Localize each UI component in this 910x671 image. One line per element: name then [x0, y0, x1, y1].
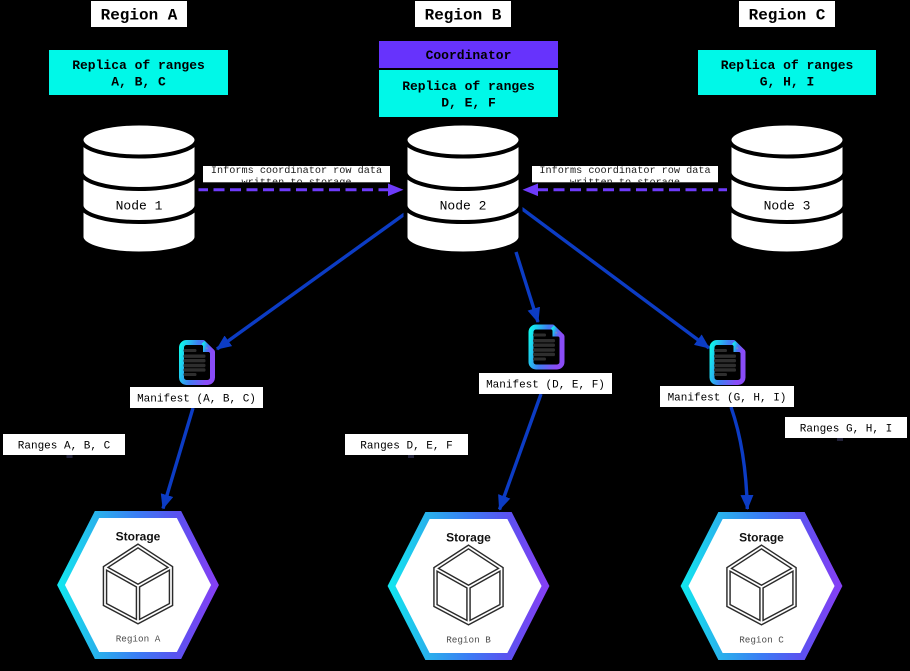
- svg-text:Ranges A, B, C: Ranges A, B, C: [18, 441, 111, 453]
- svg-text:Storage: Storage: [446, 531, 491, 545]
- svg-text:Region C: Region C: [739, 635, 784, 646]
- svg-text:Informs coordinator row data: Informs coordinator row data: [211, 165, 382, 177]
- svg-text:Node 1: Node 1: [116, 199, 163, 214]
- svg-text:G, H, I: G, H, I: [760, 75, 815, 90]
- svg-text:Region B: Region B: [446, 635, 491, 646]
- svg-text:Region A: Region A: [101, 7, 178, 25]
- svg-text:Manifest (A, B, C): Manifest (A, B, C): [137, 394, 256, 406]
- svg-text:Node 3: Node 3: [764, 199, 811, 214]
- svg-text:Replica of ranges: Replica of ranges: [721, 58, 854, 73]
- svg-text:Storage: Storage: [739, 531, 784, 545]
- svg-text:Manifest (D, E, F): Manifest (D, E, F): [486, 380, 605, 392]
- svg-text:Manifest (G, H, I): Manifest (G, H, I): [668, 393, 787, 405]
- svg-text:Coordinator: Coordinator: [426, 48, 512, 63]
- svg-text:A, B, C: A, B, C: [111, 75, 166, 90]
- svg-text:Replica of ranges: Replica of ranges: [402, 79, 535, 94]
- svg-text:Region B: Region B: [425, 7, 502, 25]
- svg-text:Informs coordinator row data: Informs coordinator row data: [539, 165, 710, 177]
- svg-text:Ranges G, H, I: Ranges G, H, I: [800, 424, 892, 436]
- svg-text:Node 2: Node 2: [440, 199, 487, 214]
- svg-text:Region A: Region A: [116, 634, 161, 645]
- svg-text:written to storage: written to storage: [241, 177, 351, 189]
- svg-text:Region C: Region C: [749, 7, 826, 25]
- svg-text:written to storage: written to storage: [570, 177, 680, 189]
- svg-text:D, E, F: D, E, F: [441, 96, 496, 111]
- svg-text:Replica of ranges: Replica of ranges: [72, 58, 205, 73]
- svg-text:Ranges D, E, F: Ranges D, E, F: [360, 441, 452, 453]
- svg-text:Storage: Storage: [116, 530, 161, 544]
